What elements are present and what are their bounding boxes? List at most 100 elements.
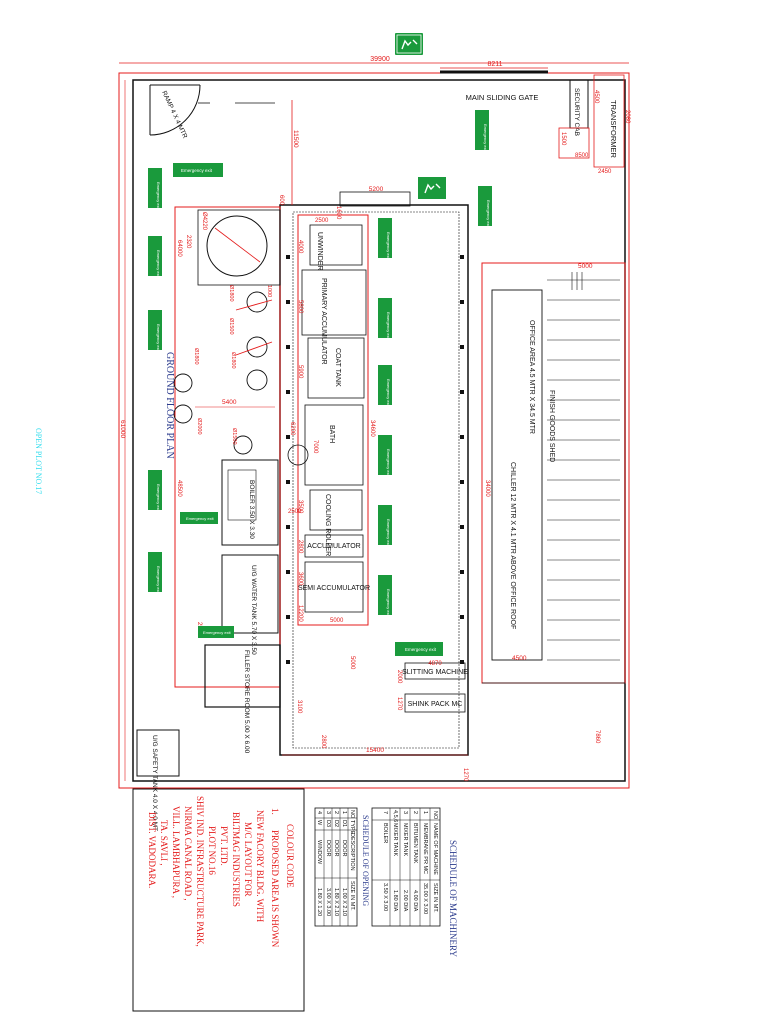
exit-sign: Emergency exit [148,552,162,594]
dim-39900: 39900 [370,56,390,63]
exit-sign: Emergency exit [378,505,392,547]
chiller-label-1: CHILLER 12 MTR X 4.1 MTR ABOVE OFFICE RO… [509,462,516,629]
svg-text:Emergency exit: Emergency exit [386,589,391,617]
exit-sign: Emergency exit [198,626,234,638]
mixer-tanks [173,291,273,455]
project-line-7: NIRMA CANAL ROAD , [183,806,193,901]
dim-7000: 7000 [312,440,318,454]
open-r1-size: 1.00 X 2.10 [341,888,347,916]
security-cabin: SECURITY CAB 1500 8500 4500 [558,79,599,159]
svg-text:Emergency exit: Emergency exit [156,250,161,278]
ug-water-tank: U/G WATER TANK 5.70 X 3.50 2500 [196,554,279,655]
exit-sign: Emergency exit [475,110,489,152]
project-line-4: PVT. LTD. [219,826,229,866]
accumulator-label: ACCUMULATOR [307,543,360,550]
open-r2-desc: DOOR [333,840,339,857]
open-r1-no: 1 [341,811,347,814]
project-line-3: BILTMAG INDUSTRIES [231,812,241,907]
open-r3-desc: DOOR [325,840,331,857]
project-line-6: SHIV IND. INFRASTRUCTURE PARK, [195,796,205,947]
svg-text:Emergency exit: Emergency exit [156,324,161,352]
exit-sign: Emergency exit [148,470,162,512]
svg-text:Emergency exit: Emergency exit [483,124,488,152]
open-r4-size: 1.80 X 1.20 [316,888,322,916]
left-service-area: 64000 48500 5400 [174,206,281,688]
main-gate: 8211 MAIN SLIDING GATE [440,61,548,102]
dim-8211: 8211 [487,61,502,68]
filler-store-label: FILLER STORE ROOM 5.00 X 6.00 [243,650,250,754]
svg-text:Emergency exit: Emergency exit [156,182,161,210]
dim-3600: 3600 [297,572,303,586]
cooling-roller-label: COOLING ROLLER [324,494,331,556]
dim-5900: 5900 [297,365,303,379]
exit-sign: Emergency exit [378,575,392,617]
dim-600: 600 [278,195,284,206]
boiler-label: BOILER 3.50 X 3.30 [248,480,255,539]
project-line-10: DIST. VADODARA. [147,812,157,888]
mach-r2-name: BITUMEN TANK [412,823,418,864]
open-r4-no: 4 [316,811,322,814]
dim-5000c: 5000 [349,656,355,670]
dim-5200: 5200 [369,186,384,193]
dia-1: Ø1800 [228,285,234,302]
svg-text:Emergency exit: Emergency exit [386,232,391,260]
open-h-no: NO [349,810,355,819]
security-cab-label: SECURITY CAB [573,88,580,136]
exit-sign [418,177,446,199]
mach-r3-no: 3 [402,811,408,814]
machinery-dims: 2500 4000 5800 5900 7000 3500 2800 3600 … [278,195,375,624]
right-bottom-dims: 7860 [482,682,625,744]
open-r4-desc: WINDOW [316,840,322,865]
exit-sign: Emergency exit [148,236,162,278]
legend-item-text: PROPOSED AREA IS SHOWN [270,830,280,948]
svg-text:Emergency exit: Emergency exit [386,312,391,340]
ramp-label: RAMP 4 X 4 MTR [160,90,188,140]
exit-sign-top [395,33,423,55]
dim-4000: 4000 [297,240,303,254]
dim-5800: 5800 [297,300,303,314]
svg-text:Emergency exit: Emergency exit [203,630,231,635]
dim-2320: 2320 [185,235,191,249]
dim-34000: 34000 [484,480,490,497]
mach-r1-no: 1 [422,811,428,814]
main-sliding-gate-label: MAIN SLIDING GATE [466,93,539,102]
mach-r3-size: 2.00 DIA [402,890,408,912]
dim-5000b: 5000 [330,618,344,624]
ug-safety-tank: U/G SAFETY TANK 4.0 X 4.0 MT [136,729,180,831]
project-line-8: VILL. LAMBHAPURA , [171,806,181,898]
mach-h-size: SIZE IN MT. [432,883,438,913]
office-area-label: OFFICE AREA 4.5 MTR X 34.5 MTR [528,320,535,434]
project-line-9: TA. SAVLI , [159,820,169,866]
schedule-machinery-title: SCHEDULE OF MACHINERY [448,840,458,958]
shed-columns [286,255,464,664]
transformer: TRANSFORMER 2080 2450 [593,74,630,175]
dim-34600: 34600 [369,420,375,437]
exit-sign: Emergency exit [148,168,162,210]
mach-r3-name: MIXER TANK [402,823,408,856]
mach-h-no: NO [432,811,438,820]
dim-5000a: 5000 [578,263,593,270]
svg-text:Emergency exit: Emergency exit [186,516,214,521]
exit-sign: Emergency exit [180,512,218,524]
open-r3-no: 3 [325,811,331,814]
open-r2-size: 1.80 X 2.10 [333,888,339,916]
open-r1-desc: DOOR [341,840,347,857]
open-h-type: TYPE [349,820,355,835]
dim-5400: 5400 [222,399,237,406]
dim-2500a: 2500 [315,218,329,224]
open-r2-type: D2 [333,820,339,827]
mach-r1-size: 35.00 X 3.00 [422,883,428,914]
dim-1270b: 1270 [462,768,468,782]
mach-r4-no: 4,5,6 [392,810,398,822]
left-plot-dim: 61000 [119,80,126,781]
bath-label: BATH [328,425,335,443]
project-line-1: NEW FACORY BLDG. WITH [255,810,265,923]
dim-1270: 1270 [396,697,402,711]
dim-2080: 2080 [624,110,630,124]
svg-text:Emergency exit: Emergency exit [181,168,213,173]
mach-r5-no: 7 [382,811,388,814]
open-r2-no: 2 [333,811,339,814]
exit-sign: Emergency exit [148,310,162,352]
ug-safety-tank-label: U/G SAFETY TANK 4.0 X 4.0 MT [151,735,158,831]
dim-2500b: 2500 [288,509,302,515]
